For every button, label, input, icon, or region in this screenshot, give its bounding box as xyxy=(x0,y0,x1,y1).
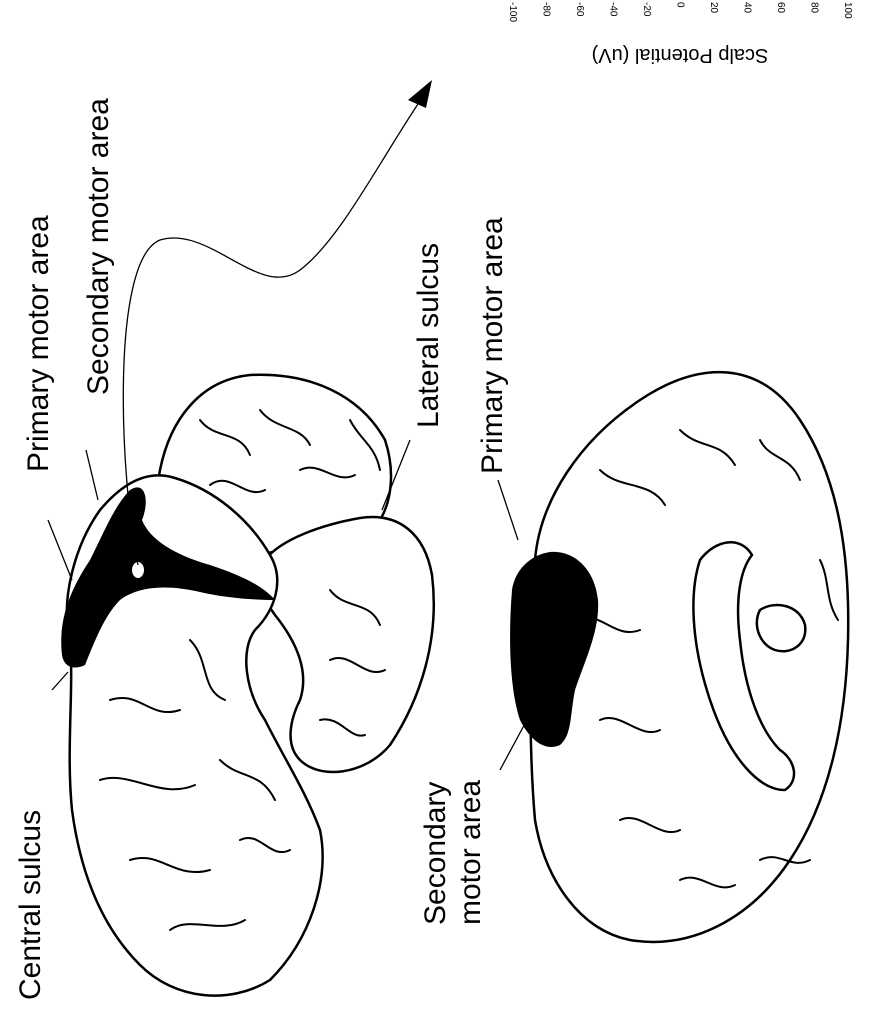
leader-primary-motor-bottom xyxy=(498,480,518,540)
axis-title: Scalp Potential (uV) xyxy=(592,44,769,66)
axis-tick-label: -60 xyxy=(574,2,585,17)
label-secondary-motor-bottom-line2: motor area xyxy=(454,780,487,925)
label-secondary-motor-top: Secondary motor area xyxy=(82,98,115,395)
axis-tick-label: 60 xyxy=(775,2,786,14)
label-primary-motor-bottom: Primary motor area xyxy=(476,217,509,474)
axis-tick-label: 100 xyxy=(842,2,853,19)
label-lateral-sulcus: Lateral sulcus xyxy=(412,243,445,428)
axis-tick-label: -40 xyxy=(608,2,619,17)
axis-tick-label: 40 xyxy=(742,2,753,14)
temporal-lobe-outline xyxy=(262,517,434,772)
scalp-potential-axis: Scalp Potential (uV) -100 -80 -60 -40 -20 0 20… xyxy=(507,2,853,66)
axis-tick-label: 0 xyxy=(675,2,686,8)
axis-tick-label: -20 xyxy=(641,2,652,17)
leader-central-sulcus xyxy=(52,672,68,690)
arrow-head xyxy=(408,80,432,108)
axis-tick-label: -100 xyxy=(507,2,518,22)
axis-tick-label: 80 xyxy=(809,2,820,14)
lateral-brain-view xyxy=(61,375,434,996)
label-secondary-motor-bottom-line1: Secondary xyxy=(419,782,452,925)
axis-tick-label: -80 xyxy=(541,2,552,17)
axis-tick-label: 20 xyxy=(708,2,719,14)
medial-brain-view xyxy=(510,372,848,942)
leader-secondary-motor-bottom xyxy=(500,718,528,770)
leader-primary-motor-top-2 xyxy=(86,450,98,500)
leader-primary-motor-top-1 xyxy=(48,520,72,580)
brainstem xyxy=(757,605,805,651)
axis-ticks: -100 -80 -60 -40 -20 0 20 40 60 80 100 xyxy=(507,2,853,22)
label-central-sulcus: Central sulcus xyxy=(14,810,47,1000)
label-primary-motor-top: Primary motor area xyxy=(22,215,55,472)
